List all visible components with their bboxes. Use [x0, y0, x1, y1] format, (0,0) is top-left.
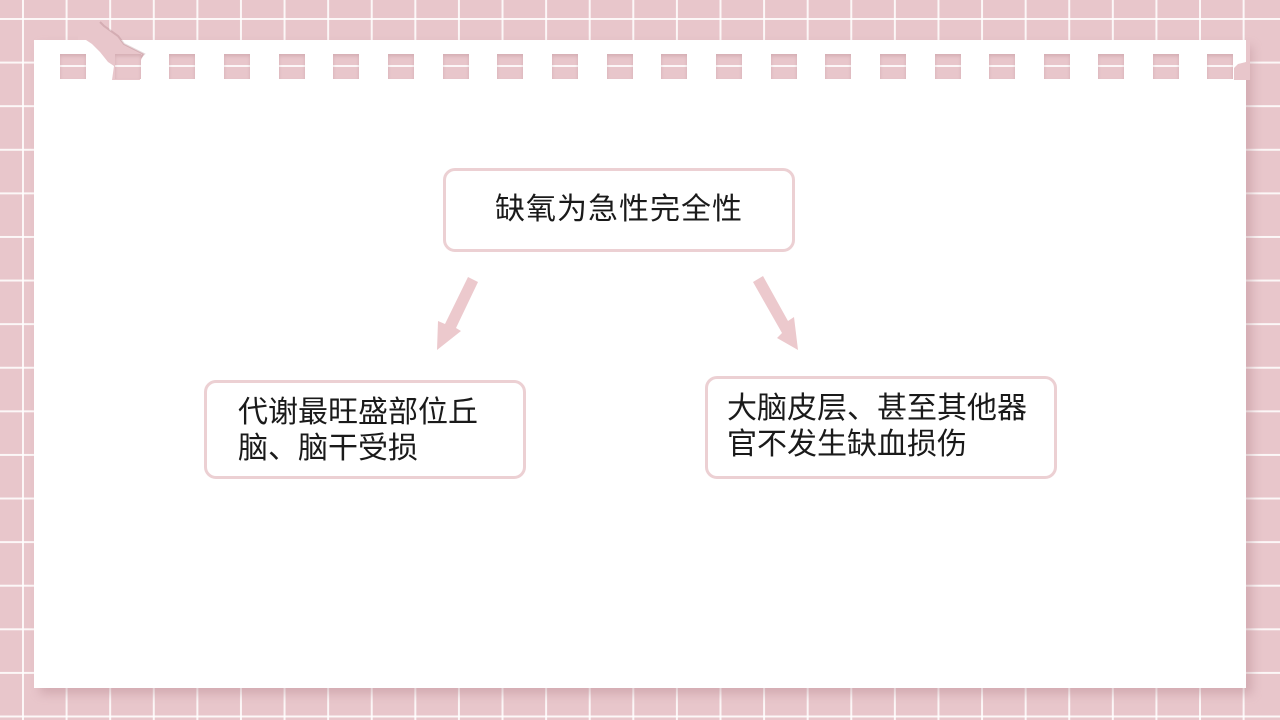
- left-node: 代谢最旺盛部位丘 脑、脑干受损: [204, 380, 526, 479]
- perforation-hole: [607, 54, 633, 79]
- perforation-hole: [716, 54, 742, 79]
- perforation-hole: [825, 54, 851, 79]
- arrow-down-right-icon: [753, 276, 798, 350]
- perforation-hole: [989, 54, 1015, 79]
- arrow-down-left-icon: [437, 277, 478, 350]
- perforation-hole: [388, 54, 414, 79]
- top-node: 缺氧为急性完全性: [443, 168, 795, 252]
- paper-card: [34, 40, 1246, 688]
- perforation-hole: [935, 54, 961, 79]
- right-node-line-2: 官不发生缺血损伤: [727, 427, 967, 462]
- perforation-hole: [661, 54, 687, 79]
- notch-decoration: [1234, 40, 1250, 80]
- top-node-label: 缺氧为急性完全性: [495, 192, 743, 227]
- perforation-hole: [224, 54, 250, 79]
- right-node: 大脑皮层、甚至其他器 官不发生缺血损伤: [705, 376, 1057, 479]
- left-node-line-2: 脑、脑干受损: [238, 431, 418, 466]
- perforation-hole: [1153, 54, 1179, 79]
- perforation-hole: [771, 54, 797, 79]
- perforation-hole: [279, 54, 305, 79]
- perforation-hole: [333, 54, 359, 79]
- perforation-hole: [1098, 54, 1124, 79]
- perforation-hole: [443, 54, 469, 79]
- perforation-hole: [169, 54, 195, 79]
- right-node-line-1: 大脑皮层、甚至其他器: [727, 391, 1027, 426]
- perforation-hole: [880, 54, 906, 79]
- perforation-hole: [552, 54, 578, 79]
- perforation-hole: [1207, 54, 1233, 79]
- perforation-hole: [115, 54, 141, 79]
- perforation-hole: [497, 54, 523, 79]
- left-node-line-1: 代谢最旺盛部位丘: [238, 395, 478, 430]
- perforation-hole: [1044, 54, 1070, 79]
- perforation-hole: [60, 54, 86, 79]
